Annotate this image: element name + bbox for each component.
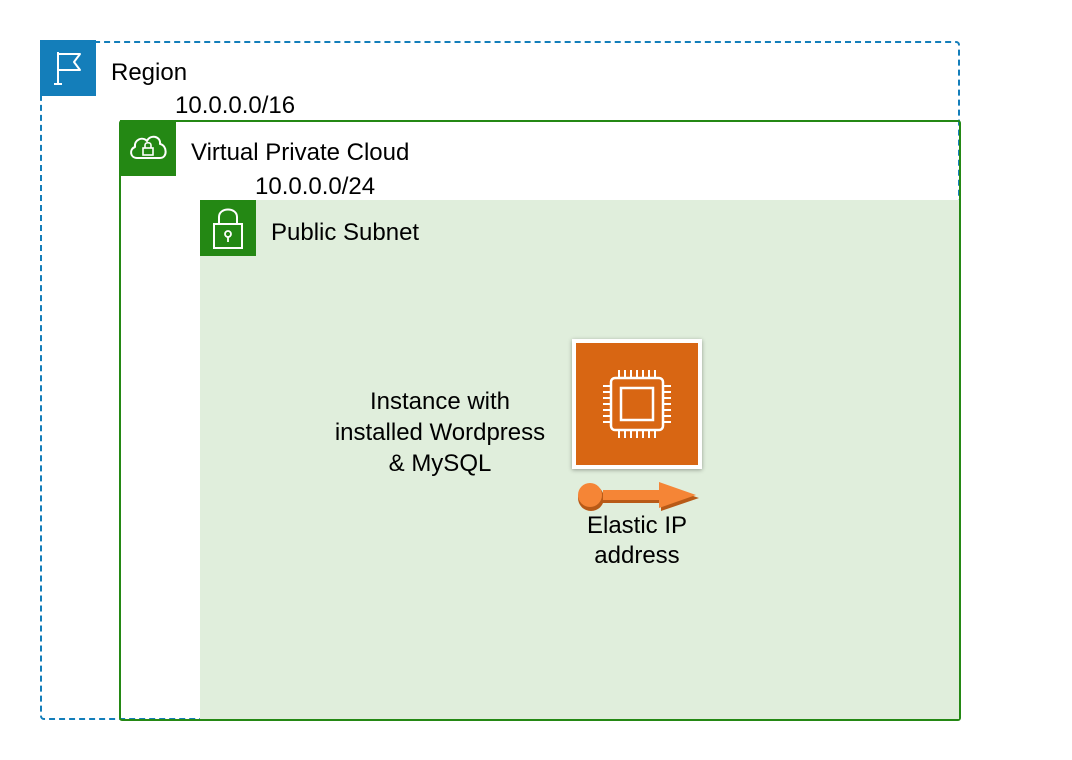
flag-icon (54, 52, 81, 85)
cloud-lock-icon (130, 135, 167, 159)
ec2-instance (572, 339, 702, 469)
elastic-ip-caption-line: Elastic IP (586, 512, 688, 539)
vpc-container (119, 120, 961, 721)
ec2-instance-chip-icon (603, 370, 671, 438)
elastic-ip-arrow-icon (578, 482, 699, 511)
instance-caption-line: & MySQL (388, 450, 492, 477)
padlock-icon (213, 208, 243, 249)
instance-caption-line: installed Wordpress (334, 419, 546, 446)
vpc-badge (120, 120, 176, 176)
instance-caption-line: Instance with (369, 388, 511, 415)
elastic-ip-caption-line: address (594, 542, 680, 569)
vpc-label: Virtual Private Cloud (191, 139, 410, 166)
subnet-badge (200, 200, 256, 256)
instance-caption: Instance with installed Wordpress & MySQ… (320, 386, 560, 479)
ec2-instance-fill (576, 343, 698, 465)
subnet-label: Public Subnet (271, 219, 420, 246)
region-badge (40, 40, 96, 96)
elastic-ip-caption: Elastic IP address (557, 511, 717, 571)
region-label: Region (111, 59, 188, 86)
vpc-cidr: 10.0.0.0/24 (255, 173, 376, 200)
region-cidr: 10.0.0.0/16 (175, 92, 296, 119)
